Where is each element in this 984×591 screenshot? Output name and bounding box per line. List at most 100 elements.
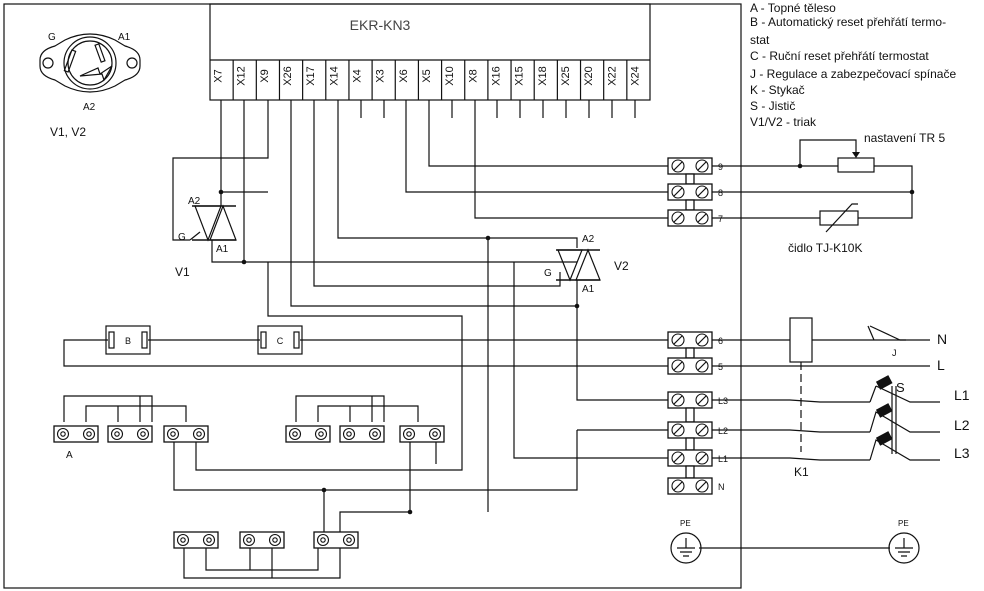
terminal-screw-core <box>432 431 438 437</box>
terminal-bottom-2: L1 <box>667 449 728 479</box>
terminal-bottom-0: L3 <box>667 391 728 423</box>
pe-right-symbol <box>895 538 913 557</box>
breaker-link <box>891 386 897 454</box>
thermostat-c-box <box>257 325 303 355</box>
line-l2-label: L2 <box>954 417 970 433</box>
terminal-label: L1 <box>718 454 728 464</box>
v1-a1-lead <box>211 240 577 263</box>
thermostat-b-left-contact <box>108 331 115 349</box>
terminal-top-1: 8 <box>667 183 723 211</box>
pot-junction <box>797 163 803 169</box>
heater-terminal-1 <box>107 425 153 443</box>
contactor-coil <box>789 317 813 363</box>
thermostat-b-box <box>105 325 151 355</box>
controller-pin-label: X22 <box>606 66 618 86</box>
triac-package-outline <box>39 33 141 93</box>
heater-label-a: A <box>66 450 73 461</box>
wire-l2-down <box>173 430 578 491</box>
controller-body <box>209 3 651 101</box>
triac-pin-a1 <box>94 43 106 63</box>
wire-x26 <box>290 100 577 307</box>
screw-slot <box>697 453 707 463</box>
terminal-screw-core <box>346 431 352 437</box>
terminal-label: 7 <box>718 214 723 224</box>
v2-label-a1: A1 <box>582 284 595 295</box>
controller-pin-label: X6 <box>398 69 410 82</box>
heater-terminal-3 <box>285 425 331 443</box>
v2-a1-junction <box>574 303 580 309</box>
power-section: J S K1 N L L1 L2 L3 <box>712 317 970 479</box>
legend-line: V1/V2 - triak <box>750 115 817 129</box>
screw-slot <box>697 425 707 435</box>
breaker-trip-1 <box>875 375 893 390</box>
wire-heater-mid <box>195 262 463 471</box>
screw-slot <box>697 361 707 371</box>
wire-thermostat-loop <box>63 339 668 367</box>
terminal-screw-core <box>180 537 186 543</box>
screw-slot <box>673 453 683 463</box>
controller-pin-label: X15 <box>514 66 526 86</box>
v2-name: V2 <box>614 259 629 273</box>
terminal-screw-core <box>86 431 92 437</box>
triac-legend-a2: A2 <box>83 102 96 113</box>
breaker-trip-2 <box>875 403 893 418</box>
switch-j-label: J <box>892 348 897 358</box>
terminal-link <box>685 199 695 211</box>
legend-line: K - Stykač <box>750 83 805 97</box>
terminal-label: N <box>718 482 725 492</box>
controller-pin-label: X24 <box>629 66 641 86</box>
thermostat-c-label: C <box>277 336 284 346</box>
v2-a1-lead <box>576 280 668 401</box>
pe-right-circle <box>888 532 920 564</box>
triac-symbol-legend: G A1 A2 V1, V2 <box>39 32 141 139</box>
controller-pin-label: X25 <box>560 66 572 86</box>
power-wires <box>173 235 668 538</box>
terminal-top-2: 7 <box>667 209 723 227</box>
terminal-screw-core <box>206 537 212 543</box>
triac-legend-a1: A1 <box>118 32 131 43</box>
breaker-contacts <box>869 385 940 461</box>
terminal-screw-core <box>114 431 120 437</box>
v1-a1-junction <box>241 259 247 265</box>
v2-diode-right <box>575 248 601 281</box>
controller-pin-label: X3 <box>375 69 387 82</box>
heater-terminal-8 <box>313 531 359 549</box>
v1-label-g: G <box>178 232 186 243</box>
screw-slot <box>673 161 683 171</box>
terminal-screw-core <box>346 537 352 543</box>
controller-pin-label: X17 <box>305 66 317 86</box>
line-n-label: N <box>937 331 947 347</box>
v1-name: V1 <box>175 265 190 279</box>
legend-line: C - Ruční reset přehřátí termostat <box>750 49 929 63</box>
heater-terminal-5 <box>399 425 445 443</box>
controller-pin-label: X4 <box>352 69 364 82</box>
screw-slot <box>673 335 683 345</box>
v2-diode-left <box>557 249 583 282</box>
breaker-trip-3 <box>875 431 893 446</box>
terminal-label: L2 <box>718 426 728 436</box>
thermostat-b-label: B <box>125 336 131 346</box>
legend-line: A - Topné těleso <box>750 1 836 15</box>
potentiometer-arrow <box>852 152 860 158</box>
legend-line: stat <box>750 33 770 47</box>
terminal-screw-core <box>272 537 278 543</box>
terminal-screw-core <box>320 537 326 543</box>
v2-label-g: G <box>544 268 552 279</box>
triac-arrow-shape <box>79 65 113 82</box>
heater-terminal-2 <box>163 425 209 443</box>
heater-terminal-6 <box>173 531 219 549</box>
pe-right-label: PE <box>898 519 909 528</box>
triac-v1: A2 G A1 V1 <box>175 189 577 279</box>
terminal-mid-0: 6 <box>667 331 723 359</box>
v1-diode-left <box>194 205 222 242</box>
controller-pin-label: X26 <box>282 66 294 86</box>
line-l-label: L <box>937 357 945 373</box>
screw-slot <box>697 161 707 171</box>
heater-blocks: A <box>53 395 445 579</box>
triac-hole-left <box>42 57 54 69</box>
terminal-screw-core <box>292 431 298 437</box>
wire-x14 <box>337 100 578 248</box>
wire-l1 <box>513 262 668 459</box>
